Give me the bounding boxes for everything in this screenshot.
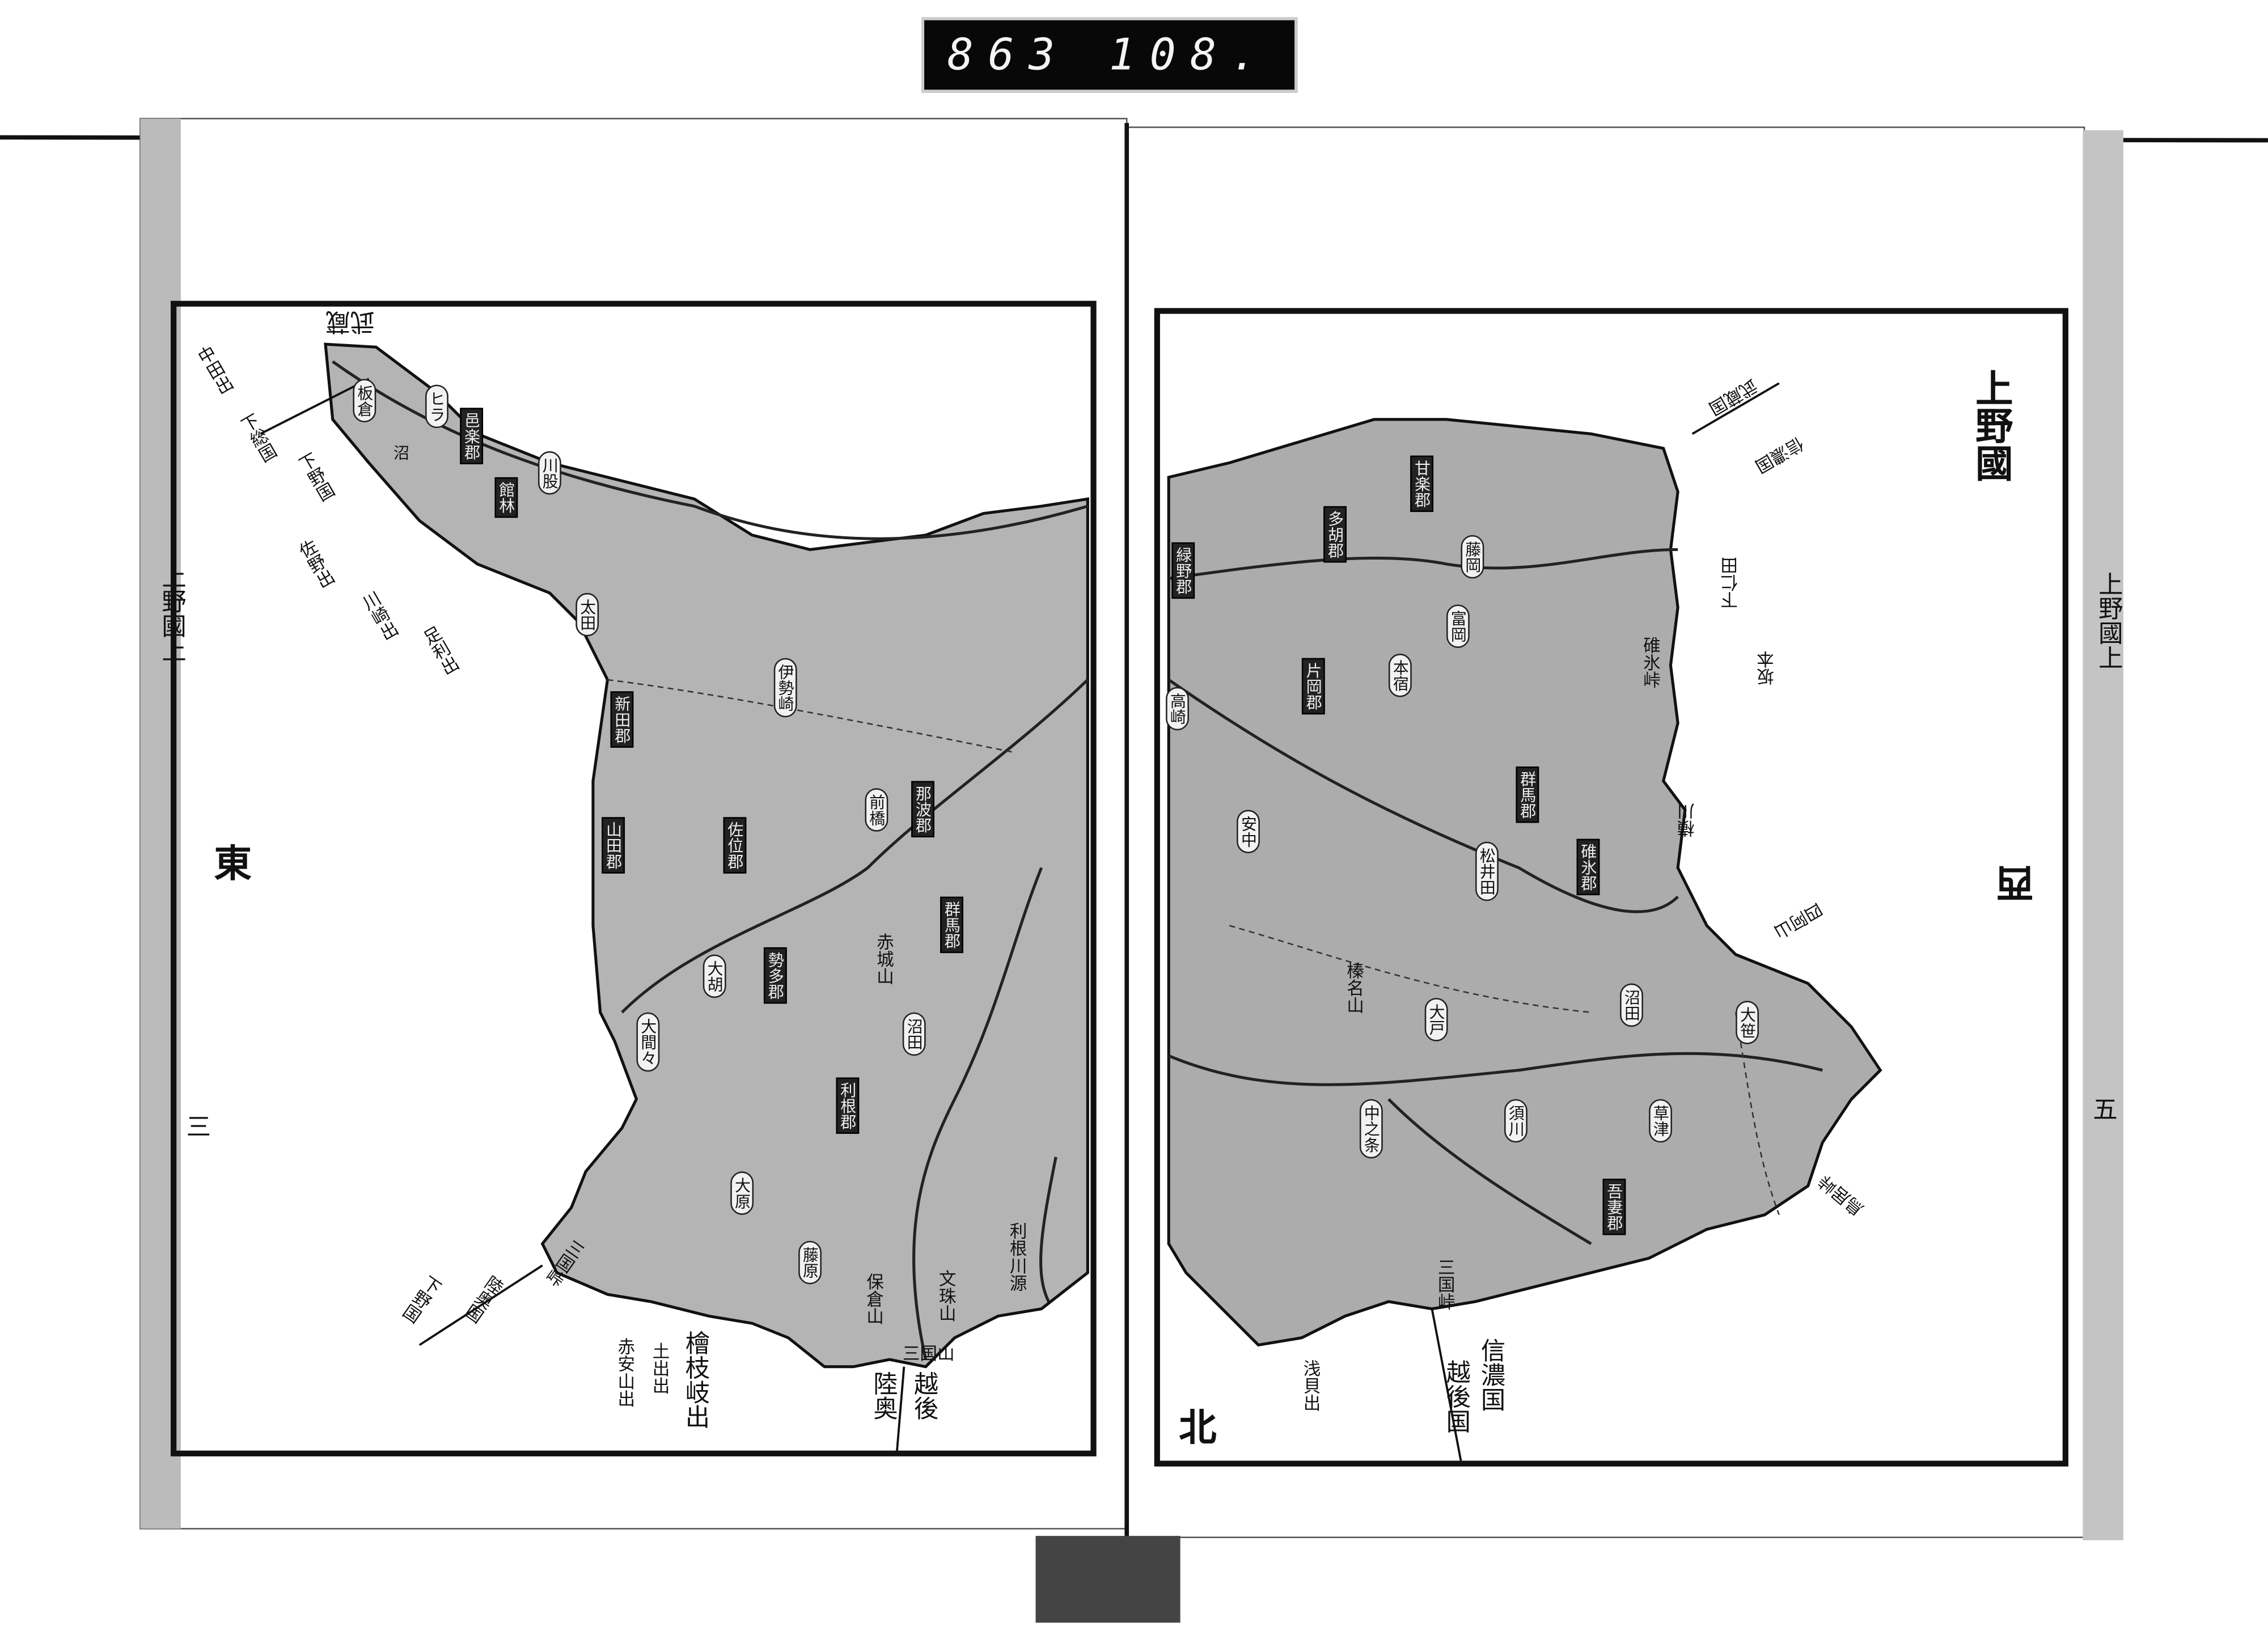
district-label: 館林 (494, 477, 518, 518)
place-label: 沼田 (902, 1012, 925, 1056)
border-musashi: 武蔵 (325, 306, 375, 336)
place-label: 大戸 (1424, 998, 1448, 1041)
district-label: 群馬郡 (1516, 766, 1539, 823)
direction-east: 東 (214, 843, 252, 887)
border-lines (260, 378, 1780, 1461)
annotation: 利根川源 (1008, 1222, 1028, 1292)
place-label: 富岡 (1446, 604, 1469, 648)
right-margin-title: 上野國上 (2092, 571, 2122, 670)
district-label: 新田郡 (610, 691, 633, 748)
border-mutsu: 陸奥 (868, 1371, 897, 1421)
left-page-number: 三 (180, 1113, 210, 1138)
district-label: 邑楽郡 (460, 408, 483, 464)
frame-counter: 863 108. (921, 17, 1298, 93)
roads (607, 679, 1780, 1216)
place-label: 赤城山 (874, 933, 895, 985)
annotation: 文珠山 (937, 1269, 957, 1322)
right-page-edge (2083, 130, 2123, 1540)
place-label: 榛名山 (1344, 962, 1365, 1014)
right-map-frame (1154, 308, 2068, 1467)
district-label: 利根郡 (836, 1077, 859, 1134)
district-label: 緑野郡 (1171, 542, 1194, 599)
place-label: 松井田 (1475, 841, 1498, 901)
left-map-frame (171, 300, 1097, 1456)
spine-shadow (1035, 1536, 1180, 1623)
place-label: 太田 (576, 592, 598, 637)
district-label: 群馬郡 (940, 896, 963, 954)
district-label: 佐位郡 (723, 817, 746, 874)
district-label: 山田郡 (602, 817, 624, 874)
border-echigo: 越後 (908, 1371, 937, 1421)
annotation: 浅貝出 (1301, 1359, 1322, 1412)
annotation: 坂本 (1755, 650, 1776, 686)
place-label: 中之条 (1359, 1099, 1382, 1159)
right-page-number: 五 (2093, 1096, 2118, 1125)
annotation: 赤安山出 (615, 1337, 636, 1408)
place-label: 板倉 (353, 379, 376, 422)
direction-west: 西 (1996, 859, 2034, 903)
place-label: 藤岡 (1461, 535, 1484, 579)
district-label: 勢多郡 (763, 947, 786, 1004)
left-map-land (324, 342, 1089, 1369)
border-label: 三国峠 (1436, 1258, 1456, 1311)
place-label: 草津 (1649, 1099, 1672, 1143)
counter-left: 863 (947, 29, 1069, 81)
district-label: 甘楽郡 (1410, 455, 1433, 513)
annotation: 保倉山 (864, 1272, 885, 1325)
place-label: ヒラ (425, 384, 448, 429)
place-label: 伊勢崎 (773, 658, 797, 718)
right-map-land (1167, 418, 1882, 1347)
annotation: 檜枝岐出 (679, 1330, 709, 1429)
place-label: 大原 (730, 1171, 753, 1215)
map-title: 上野國 (1969, 369, 2013, 482)
border-label: 信濃国 (1475, 1337, 1504, 1412)
place-label: 前橋 (865, 788, 888, 832)
left-margin-title: 上野國上 (156, 564, 185, 663)
annotation: 三国山 (902, 1343, 955, 1364)
district-label: 那波郡 (911, 781, 934, 838)
place-label: 沼田 (1620, 983, 1643, 1027)
place-label: 川股 (538, 451, 561, 495)
counter-right: 108. (1108, 29, 1272, 81)
annotation: 碓氷峠 (1641, 636, 1662, 689)
place-label: 須川 (1504, 1099, 1527, 1143)
district-label: 多胡郡 (1323, 506, 1346, 563)
place-label: 藤原 (798, 1240, 821, 1285)
direction-north: 北 (1179, 1407, 1217, 1451)
place-label: 安中 (1237, 810, 1259, 854)
annotation: 土出出 (650, 1342, 671, 1395)
place-label: 大間々 (636, 1012, 659, 1072)
district-label: 片岡郡 (1301, 658, 1325, 715)
district-label: 碓氷郡 (1576, 838, 1600, 896)
place-label: 本宿 (1388, 654, 1411, 697)
place-label: 大笹 (1736, 1001, 1758, 1044)
place-label: 大胡 (703, 954, 726, 998)
annotation: 横川 (1676, 802, 1697, 838)
rivers (332, 360, 1823, 1360)
annotation: 下仁田 (1720, 557, 1740, 609)
border-label: 越後国 (1440, 1359, 1470, 1434)
district-label: 吾妻郡 (1602, 1179, 1626, 1235)
place-label: 高崎 (1166, 687, 1188, 731)
place-label: 沼 (393, 444, 409, 463)
